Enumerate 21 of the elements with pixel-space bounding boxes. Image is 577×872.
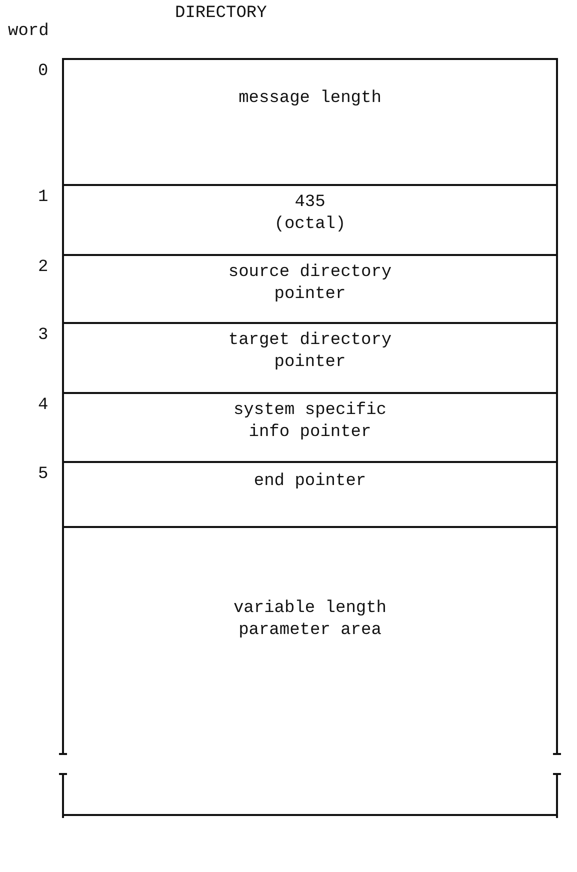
word-number: 2 — [38, 258, 48, 277]
field-label: system specific info pointer — [232, 400, 388, 444]
field-label: variable length parameter area — [232, 598, 388, 642]
field-label: end pointer — [252, 471, 368, 493]
memory-word-box — [62, 254, 558, 324]
word-number: 4 — [38, 396, 48, 415]
field-label: message length — [238, 88, 382, 110]
word-number: 1 — [38, 188, 48, 207]
memory-word-box — [62, 58, 558, 186]
column-heading: word — [8, 22, 49, 41]
memory-word-box — [62, 184, 558, 256]
memory-word-box — [62, 461, 558, 528]
word-number: 0 — [38, 62, 48, 81]
word-number: 5 — [38, 465, 48, 484]
memory-word-box — [62, 322, 558, 394]
field-label: target directory pointer — [227, 330, 393, 374]
field-label: source directory pointer — [227, 262, 393, 306]
field-label: 435 (octal) — [273, 192, 347, 236]
diagram-title: DIRECTORY — [175, 4, 267, 23]
word-number: 3 — [38, 326, 48, 345]
memory-word-box — [62, 392, 558, 463]
